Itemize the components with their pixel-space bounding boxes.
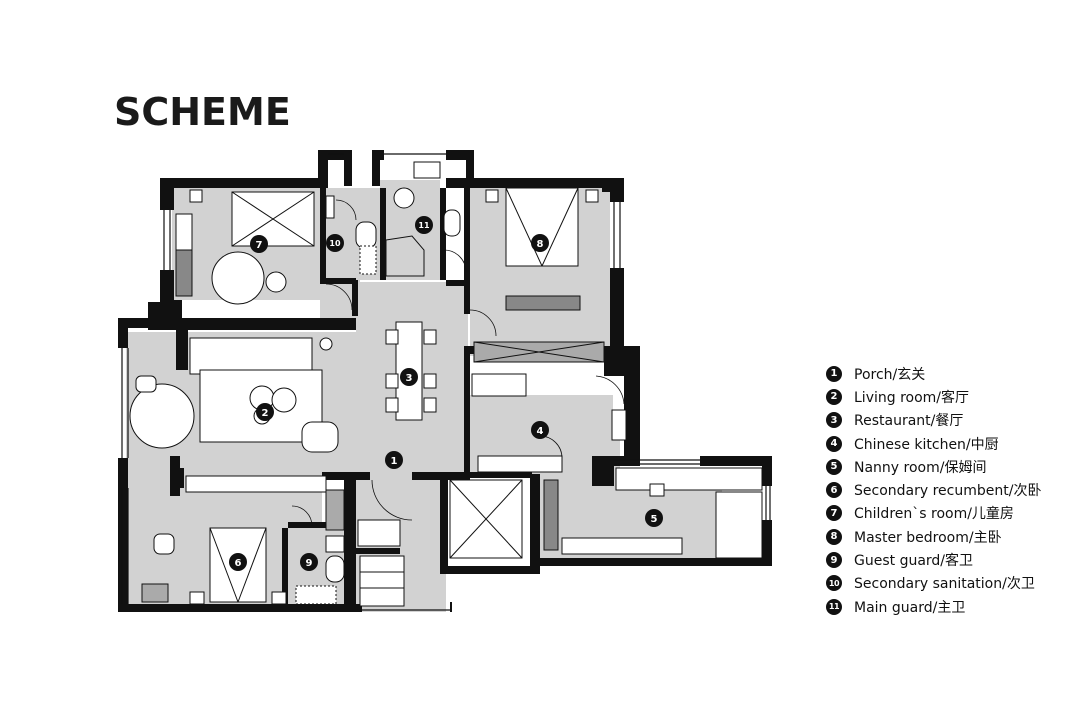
legend-label: Secondary sanitation/次卫 (854, 576, 1035, 593)
room-marker-3: 3 (400, 368, 418, 386)
svg-text:8: 8 (537, 239, 544, 250)
page-title: SCHEME (114, 90, 291, 134)
number-badge: 4 (826, 435, 842, 452)
legend: 1 Porch/玄关 2 Living room/客厅 3 Restaurant/餐厅… (826, 362, 1041, 618)
svg-text:10: 10 (329, 239, 341, 248)
legend-label: Porch/玄关 (854, 366, 926, 383)
legend-item: 5 Nanny room/保姆间 (826, 455, 1041, 478)
legend-label: Chinese kitchen/中厨 (854, 436, 999, 453)
svg-text:9: 9 (306, 558, 313, 569)
number-badge: 10 (826, 575, 842, 592)
number-badge: 5 (826, 458, 842, 475)
windows (121, 153, 771, 611)
number-badge: 11 (826, 598, 842, 615)
number-badge: 3 (826, 412, 842, 429)
number-badge: 1 (826, 365, 842, 382)
room-marker-8: 8 (531, 234, 549, 252)
legend-label: Guest guard/客卫 (854, 553, 974, 570)
legend-item: 6 Secondary recumbent/次卧 (826, 478, 1041, 501)
legend-label: Secondary recumbent/次卧 (854, 483, 1042, 500)
legend-item: 4 Chinese kitchen/中厨 (826, 432, 1041, 455)
legend-item: 3 Restaurant/餐厅 (826, 409, 1041, 432)
svg-text:7: 7 (256, 240, 263, 251)
room-marker-11: 11 (415, 216, 433, 234)
legend-item: 11 Main guard/主卫 (826, 595, 1041, 618)
svg-text:5: 5 (651, 514, 658, 525)
legend-label: Master bedroom/主卧 (854, 529, 1002, 546)
number-badge: 8 (826, 528, 842, 545)
svg-text:11: 11 (418, 221, 430, 230)
number-badge: 6 (826, 482, 842, 499)
svg-text:2: 2 (262, 408, 269, 419)
legend-item: 9 Guest guard/客卫 (826, 548, 1041, 571)
legend-item: 1 Porch/玄关 (826, 362, 1041, 385)
number-badge: 2 (826, 388, 842, 405)
legend-item: 2 Living room/客厅 (826, 385, 1041, 408)
room-marker-9: 9 (300, 553, 318, 571)
number-badge: 9 (826, 552, 842, 569)
legend-item: 8 Master bedroom/主卧 (826, 525, 1041, 548)
room-marker-5: 5 (645, 509, 663, 527)
legend-item: 7 Children`s room/儿童房 (826, 502, 1041, 525)
walls (118, 150, 772, 612)
svg-text:6: 6 (235, 558, 242, 569)
number-badge: 7 (826, 505, 842, 522)
legend-item: 10 Secondary sanitation/次卫 (826, 572, 1041, 595)
svg-text:4: 4 (537, 426, 544, 437)
svg-text:3: 3 (406, 373, 413, 384)
room-marker-4: 4 (531, 421, 549, 439)
room-marker-6: 6 (229, 553, 247, 571)
room-marker-1: 1 (385, 451, 403, 469)
room-marker-2: 2 (256, 403, 274, 421)
legend-label: Restaurant/餐厅 (854, 413, 964, 430)
furniture (129, 161, 763, 607)
room-marker-7: 7 (250, 235, 268, 253)
legend-label: Living room/客厅 (854, 389, 970, 406)
room-markers: 1 2 3 4 5 6 7 8 9 10 11 (229, 216, 663, 571)
legend-label: Main guard/主卫 (854, 599, 966, 616)
svg-text:1: 1 (391, 456, 398, 467)
legend-label: Children`s room/儿童房 (854, 506, 1014, 523)
room-marker-10: 10 (326, 234, 344, 252)
legend-label: Nanny room/保姆间 (854, 459, 987, 476)
